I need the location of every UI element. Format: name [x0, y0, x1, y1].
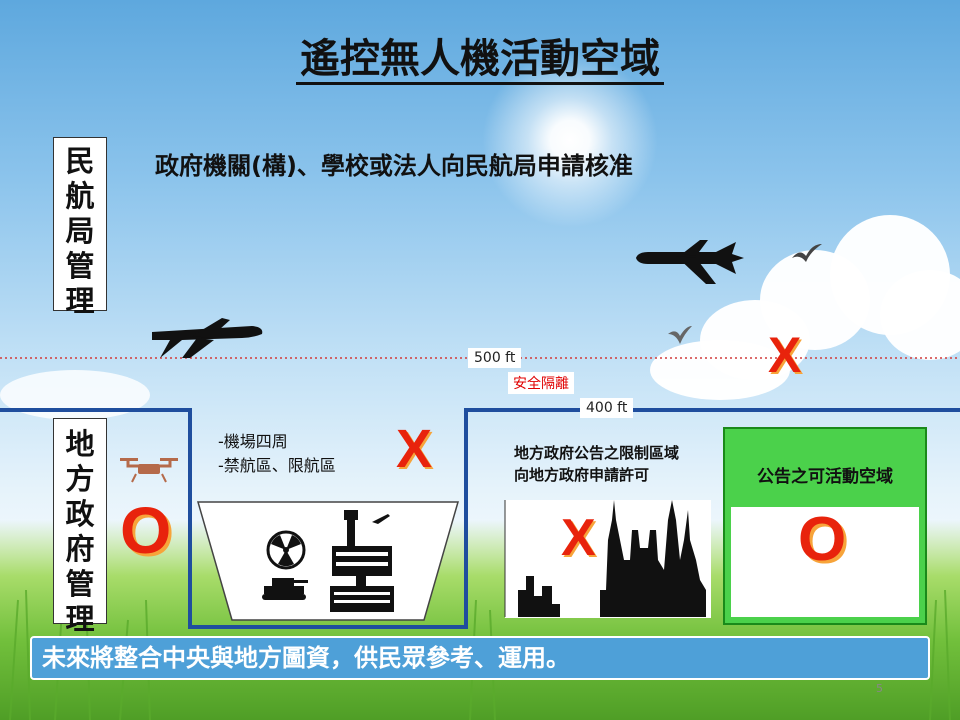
palace-icon: [330, 576, 394, 612]
altitude-400-tag: 400 ft: [580, 398, 634, 418]
restricted-zone-funnel: [197, 501, 459, 621]
x-mark-upper: X: [768, 327, 802, 383]
sun: [470, 40, 670, 240]
restricted-item-nofly: -禁航區、限航區: [218, 456, 336, 475]
airplane-icon: [636, 240, 744, 284]
restricted-item-airport: -機場四周: [218, 432, 288, 451]
o-mark-local: O: [120, 493, 172, 567]
green-panel-text: 公告之可活動空域: [757, 467, 893, 487]
bottom-banner: 未來將整合中央與地方圖資，供民眾參考、運用。: [30, 636, 930, 680]
drone-icon: [120, 458, 178, 483]
countryside-background: [731, 507, 919, 617]
page-number: 5: [876, 682, 883, 695]
x-mark-city: X: [561, 509, 596, 567]
airplane-icon: [152, 318, 263, 358]
city-text-line1: 地方政府公告之限制區域: [514, 444, 680, 462]
x-mark-restricted: X: [396, 419, 433, 479]
o-mark-allowed: O: [798, 505, 847, 574]
safety-buffer-label: 安全隔離: [508, 372, 574, 394]
page-title: 遙控無人機活動空域: [0, 26, 960, 85]
caa-label: 民航局管理: [53, 137, 107, 318]
airport-icon: [332, 510, 392, 576]
altitude-500-tag: 500 ft: [468, 348, 522, 368]
radiation-icon: [266, 530, 306, 570]
allowed-airspace-panel: [723, 427, 927, 625]
cloud: [650, 340, 790, 400]
tank-icon: [262, 578, 308, 600]
bird-icon: [668, 326, 692, 344]
city-skyline: [504, 500, 711, 618]
city-text-line2: 向地方政府申請許可: [514, 466, 650, 484]
boundary-line: [0, 408, 960, 629]
caa-description: 政府機關(構)、學校或法人向民航局申請核准: [155, 152, 633, 180]
local-gov-label: 地方政府管理: [53, 418, 107, 636]
cloud: [880, 270, 960, 360]
page-title-text: 遙控無人機活動空域: [296, 36, 664, 85]
bird-icon: [792, 244, 822, 262]
